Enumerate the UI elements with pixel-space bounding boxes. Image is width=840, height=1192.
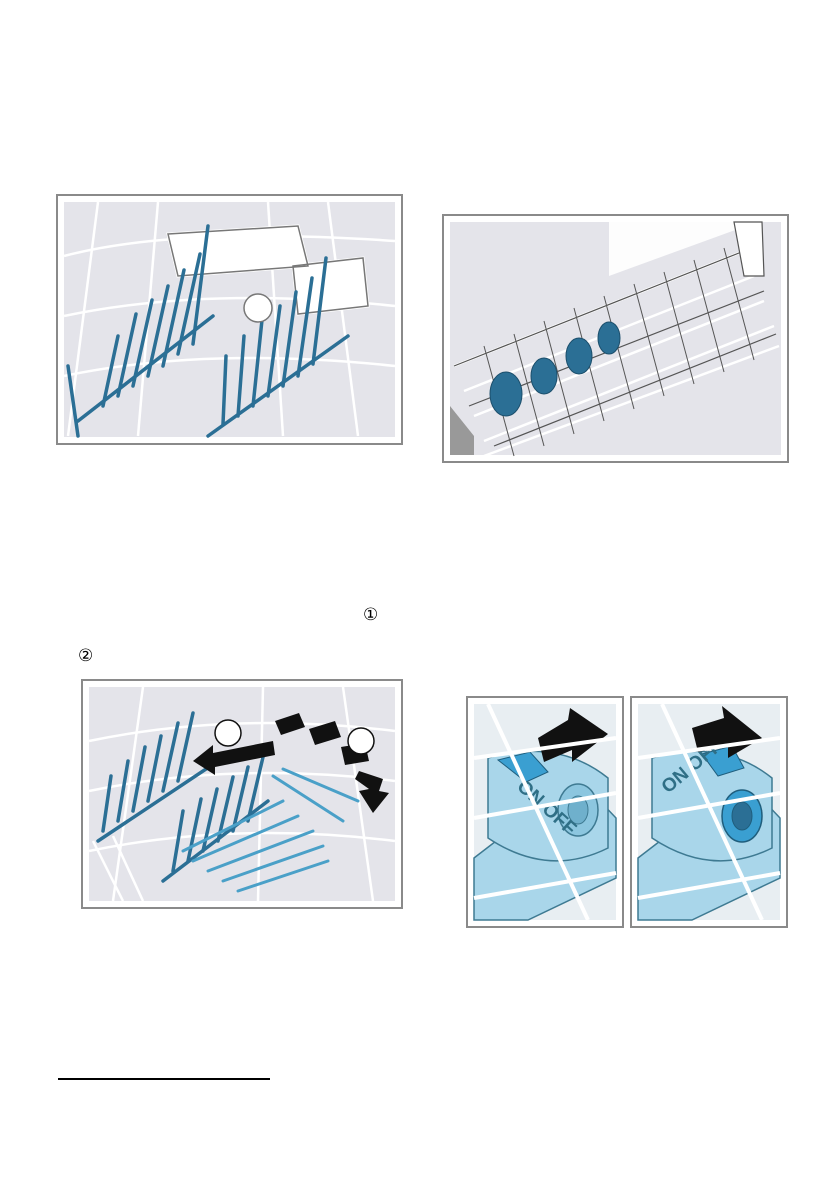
- figure-switch-off: ON OFF: [630, 696, 788, 928]
- figure-tine-rack-clips: [56, 194, 403, 445]
- figure-switch-on: ON OFF: [466, 696, 624, 928]
- step-marker-2: ②: [78, 648, 93, 665]
- figure-upper-rack-holder: [442, 214, 789, 463]
- footnote-separator: [58, 1078, 270, 1080]
- figure-fold-tines-arrows: [81, 679, 403, 909]
- step-marker-1: ①: [363, 607, 378, 624]
